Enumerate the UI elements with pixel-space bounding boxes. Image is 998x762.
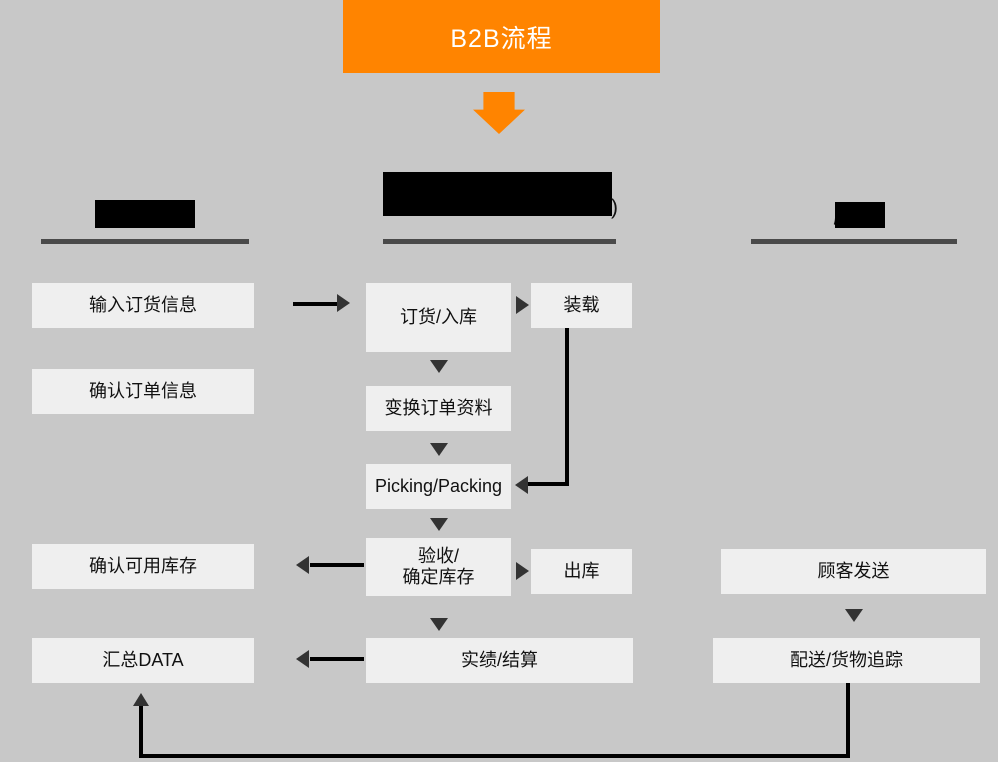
- node-middle-0[interactable]: 订货/入库: [366, 283, 511, 352]
- arrow-right-icon-left0-middle0: [337, 294, 350, 312]
- connector-middle1-down: [565, 328, 569, 484]
- connector-bottom-loop: [139, 754, 850, 758]
- column-divider-middle: [383, 239, 616, 244]
- node-middle-2[interactable]: 变换订单资料: [366, 386, 511, 431]
- page-title: B2B流程: [450, 24, 553, 53]
- title-down-arrow-icon: [473, 92, 525, 134]
- column-header-middle-redaction: [383, 172, 612, 216]
- arrow-up-icon-bottom-to-left3: [133, 693, 149, 706]
- column-header-left-label: [95, 200, 195, 228]
- connector-left3-up: [139, 706, 143, 756]
- node-left-0[interactable]: 输入订货信息: [32, 283, 254, 328]
- connector-middle6-to-left3: [310, 657, 364, 661]
- arrow-right-icon-middle4-middle5: [516, 562, 529, 580]
- column-header-right-redaction: [835, 202, 885, 228]
- column-header-right: 顾客: [751, 200, 957, 230]
- arrow-left-icon-middle1-middle3: [515, 476, 528, 494]
- node-middle-1[interactable]: 装载: [531, 283, 632, 328]
- diagram-title-bar: B2B流程: [343, 0, 660, 73]
- arrow-down-icon-middle4-middle6: [430, 618, 448, 631]
- node-middle-6[interactable]: 实绩/结算: [366, 638, 633, 683]
- arrow-left-icon-middle6-left3: [296, 650, 309, 668]
- node-right-0[interactable]: 顾客发送: [721, 549, 986, 594]
- connector-middle1-to-middle3: [528, 482, 569, 486]
- node-middle-5[interactable]: 出库: [531, 549, 632, 594]
- node-middle-3[interactable]: Picking/Packing: [366, 464, 511, 509]
- column-divider-right: [751, 239, 957, 244]
- node-right-1[interactable]: 配送/货物追踪: [713, 638, 980, 683]
- node-middle-4[interactable]: 验收/ 确定库存: [366, 538, 511, 596]
- connector-left0-to-middle0: [293, 302, 343, 306]
- connector-middle4-to-left2: [310, 563, 364, 567]
- column-header-middle-label: ): [611, 196, 618, 219]
- arrow-down-icon-right0-right1: [845, 609, 863, 622]
- column-divider-left: [41, 239, 249, 244]
- arrow-left-icon-middle4-left2: [296, 556, 309, 574]
- arrow-right-icon-middle0-middle1: [516, 296, 529, 314]
- column-header-left: [41, 200, 249, 234]
- arrow-down-icon-middle3-middle4: [430, 518, 448, 531]
- node-left-1[interactable]: 确认订单信息: [32, 369, 254, 414]
- connector-right1-down: [846, 683, 850, 758]
- node-left-3[interactable]: 汇总DATA: [32, 638, 254, 683]
- node-left-2[interactable]: 确认可用库存: [32, 544, 254, 589]
- arrow-down-icon-middle0-middle2: [430, 360, 448, 373]
- arrow-down-icon-middle2-middle3: [430, 443, 448, 456]
